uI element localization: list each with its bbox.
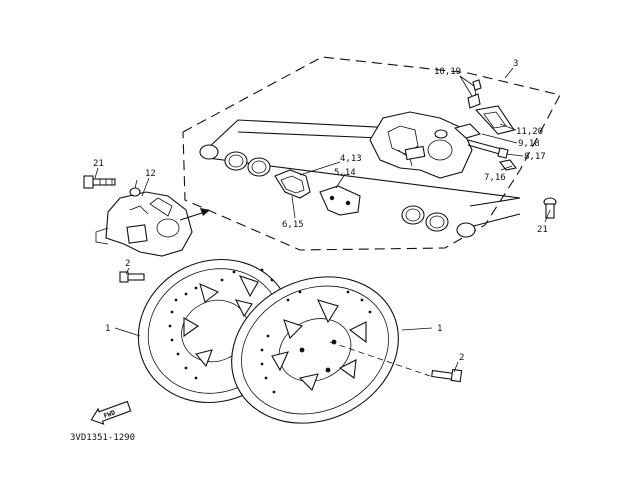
left-caliper [95, 179, 193, 257]
callout-10-19: 10,19 [434, 67, 461, 77]
piston-seals-left [199, 144, 271, 177]
bleed-screw [467, 79, 482, 109]
leader-lines [94, 67, 551, 377]
callout-7-16: 7,16 [484, 173, 506, 183]
caliper-bolt-right [543, 197, 557, 219]
brake-pad-large [274, 169, 311, 199]
right-caliper [369, 111, 473, 179]
callout-21-left: 21 [93, 159, 104, 169]
callout-1-right: 1 [437, 324, 442, 334]
caliper-bolt-left [83, 175, 116, 189]
disc-right-holes [260, 290, 372, 394]
piston-seals-right [401, 205, 476, 238]
callout-4-13: 4,13 [340, 154, 362, 164]
disc-bolt-top [119, 271, 145, 283]
callout-2-top: 2 [125, 259, 130, 269]
fwd-label: FWD [103, 409, 117, 421]
callout-labels: 3 10,19 11,20 9,18 8,17 7,16 4,13 5,14 6… [93, 59, 548, 363]
assembly-arrow [179, 208, 210, 221]
forward-direction-arrow: FWD [90, 400, 132, 425]
diagram-code: 3VD1351-1290 [70, 433, 135, 443]
callout-6-15: 6,15 [282, 220, 304, 230]
caliper-assembly-boundary [182, 56, 561, 251]
callout-11-20: 11,20 [516, 127, 543, 137]
pad-pins-and-clips [453, 123, 517, 171]
callout-5-14: 5,14 [334, 168, 356, 178]
callout-8-17: 8,17 [524, 152, 546, 162]
disc-left-holes [168, 268, 274, 380]
callout-1-left: 1 [105, 324, 110, 334]
disc-right-cutouts [271, 299, 367, 391]
callout-21-right: 21 [537, 225, 548, 235]
callout-9-18: 9,18 [518, 139, 540, 149]
callout-3: 3 [513, 59, 518, 69]
brake-disc-right [231, 276, 399, 424]
callout-2-bottom: 2 [459, 353, 464, 363]
brake-pad-small [319, 185, 361, 216]
pad-spring [474, 105, 515, 135]
piston-right [456, 222, 476, 238]
disc-bolt-bottom [431, 368, 463, 383]
piston-left [199, 144, 219, 160]
callout-12: 12 [145, 169, 156, 179]
